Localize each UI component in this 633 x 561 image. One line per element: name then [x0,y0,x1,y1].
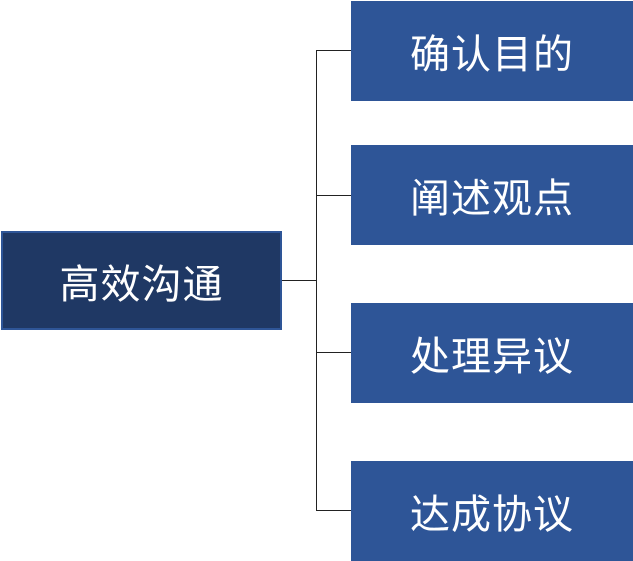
child-node-1: 确认目的 [351,1,633,101]
child-node-label: 达成协议 [410,492,574,538]
child-node-4: 达成协议 [351,461,633,561]
root-connector [282,280,317,281]
branch-spine [316,50,317,511]
child-node-label: 处理异议 [410,334,574,380]
root-node-label: 高效沟通 [59,261,224,308]
child-node-label: 阐述观点 [410,176,574,222]
child-node-3: 处理异议 [351,303,633,403]
branch-connector-1 [316,50,351,51]
child-node-2: 阐述观点 [351,145,633,245]
branch-connector-4 [316,510,351,511]
child-node-label: 确认目的 [410,32,574,78]
branch-connector-3 [316,352,351,353]
branch-connector-2 [316,195,351,196]
root-node: 高效沟通 [1,231,282,330]
